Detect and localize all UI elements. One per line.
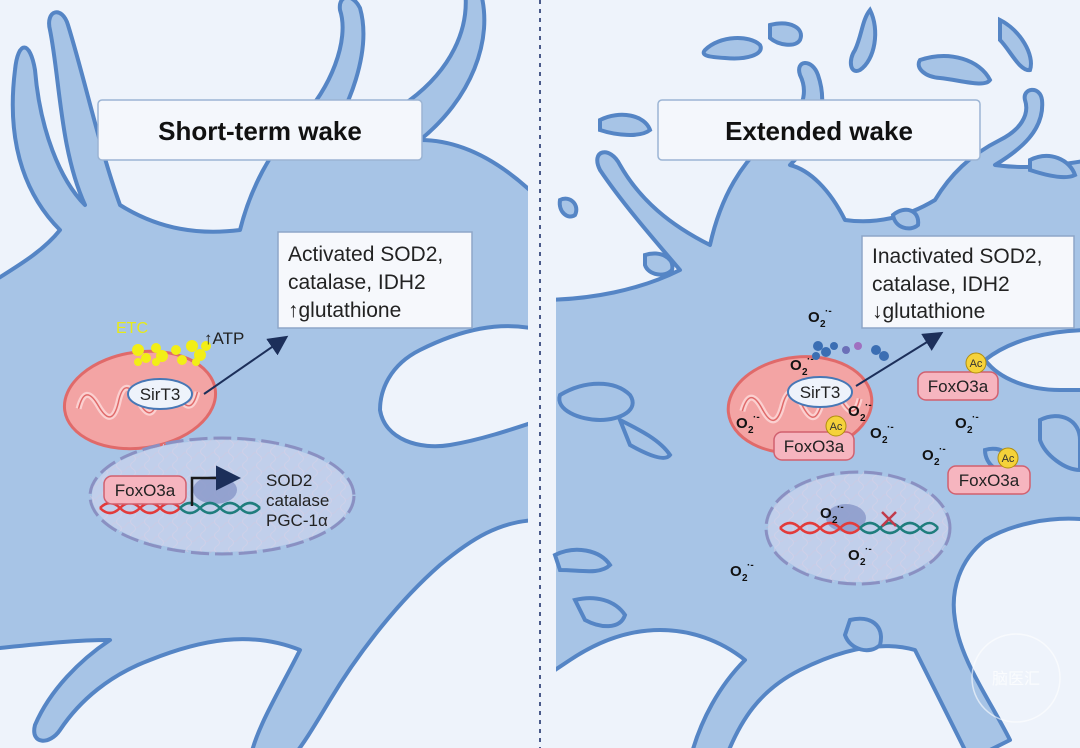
right-nucleus (764, 470, 952, 586)
svg-text:SirT3: SirT3 (140, 385, 181, 404)
svg-text:2: 2 (967, 425, 973, 436)
left-nucleus (88, 436, 356, 556)
superoxide: O 2 ·- (730, 560, 754, 584)
superoxide: O 2 ·- (820, 502, 844, 526)
damaged-etc (812, 341, 889, 361)
left-neuron-body (0, 0, 528, 748)
svg-text:Ac: Ac (970, 358, 983, 370)
right-effects-line3: ↓glutathione (872, 300, 985, 323)
svg-text:SirT3: SirT3 (800, 383, 841, 402)
blocked-transcription-mark (881, 511, 897, 527)
svg-text:·-: ·- (807, 354, 814, 365)
svg-text:O: O (730, 563, 742, 580)
left-title-box: Short-term wake (97, 99, 423, 161)
superoxide: O 2 ·- (790, 354, 814, 378)
svg-text:2: 2 (802, 367, 808, 378)
target-catalase: catalase (266, 491, 329, 510)
svg-text:FoxO3a: FoxO3a (115, 481, 176, 500)
superoxide: O 2 ·- (955, 412, 979, 436)
svg-text:O: O (922, 447, 934, 464)
right-sirt3: SirT3 (787, 376, 853, 408)
svg-text:FoxO3a: FoxO3a (784, 437, 845, 456)
svg-text:脑医汇: 脑医汇 (992, 669, 1040, 688)
left-sirt3: SirT3 (127, 378, 193, 410)
right-foxo3a-1: FoxO3a Ac (773, 415, 855, 461)
svg-text:O: O (870, 425, 882, 442)
etc-label: ETC (116, 320, 148, 337)
superoxide: O 2 ·- (848, 400, 872, 424)
svg-text:Ac: Ac (830, 421, 843, 433)
svg-text:2: 2 (860, 413, 866, 424)
right-effects-line1: Inactivated SOD2, (872, 245, 1042, 268)
left-effects-line3: ↑glutathione (288, 299, 401, 322)
right-neuron-fragments (552, 6, 1080, 653)
svg-text:O: O (955, 415, 967, 432)
svg-text:2: 2 (882, 435, 888, 446)
right-arrow (855, 331, 944, 387)
svg-text:O: O (736, 415, 748, 432)
left-effects-line2: catalase, IDH2 (288, 271, 426, 294)
svg-text:O: O (820, 505, 832, 522)
svg-text:2: 2 (832, 515, 838, 526)
svg-text:2: 2 (820, 319, 826, 330)
right-effects-box: Inactivated SOD2, catalase, IDH2 ↓glutat… (861, 235, 1075, 329)
svg-text:·-: ·- (753, 412, 760, 423)
superoxide: O 2 ·- (736, 412, 760, 436)
transcription-arrow (190, 465, 241, 506)
left-foxo3a: FoxO3a (103, 475, 187, 505)
svg-text:O: O (790, 357, 802, 374)
svg-text:FoxO3a: FoxO3a (928, 377, 989, 396)
svg-text:·-: ·- (825, 306, 832, 317)
target-pgc1a: PGC-1α (266, 511, 328, 530)
svg-text:2: 2 (860, 557, 866, 568)
atp-label: ↑ATP (204, 329, 244, 348)
right-foxo3a-3: FoxO3a Ac (947, 447, 1031, 495)
svg-text:2: 2 (742, 573, 748, 584)
watermark: 脑医汇 (971, 633, 1061, 723)
svg-text:Ac: Ac (1002, 453, 1015, 465)
svg-text:·-: ·- (865, 400, 872, 411)
svg-text:·-: ·- (939, 444, 946, 455)
left-neuron (0, 0, 528, 748)
svg-text:O: O (848, 547, 860, 564)
svg-text:·-: ·- (747, 560, 754, 571)
superoxide: O 2 ·- (848, 544, 872, 568)
svg-text:·-: ·- (837, 502, 844, 513)
left-effects-box: Activated SOD2, catalase, IDH2 ↑glutathi… (277, 231, 473, 329)
target-sod2: SOD2 (266, 471, 312, 490)
svg-text:2: 2 (748, 425, 754, 436)
svg-text:·-: ·- (865, 544, 872, 555)
etc-complexes (132, 340, 211, 366)
svg-text:·-: ·- (887, 422, 894, 433)
svg-text:2: 2 (934, 457, 940, 468)
right-foxo3a-2: FoxO3a Ac (917, 352, 999, 401)
left-title: Short-term wake (158, 116, 362, 146)
left-activation-arrow (203, 335, 289, 395)
svg-text:O: O (848, 403, 860, 420)
superoxide: O 2 ·- (870, 422, 894, 446)
left-effects-line1: Activated SOD2, (288, 243, 443, 266)
svg-text:·-: ·- (972, 412, 979, 423)
svg-text:FoxO3a: FoxO3a (959, 471, 1020, 490)
right-title: Extended wake (725, 116, 913, 146)
superoxide: O 2 ·- (922, 444, 946, 468)
right-dna (779, 521, 939, 535)
svg-text:O: O (808, 309, 820, 326)
superoxide: O 2 ·- (808, 306, 832, 330)
right-title-box: Extended wake (657, 99, 981, 161)
right-effects-line2: catalase, IDH2 (872, 273, 1010, 296)
superoxide-labels: O 2 ·- O 2 ·- O 2 ·- O 2 ·- O 2 ·- O 2 ·… (730, 306, 979, 584)
